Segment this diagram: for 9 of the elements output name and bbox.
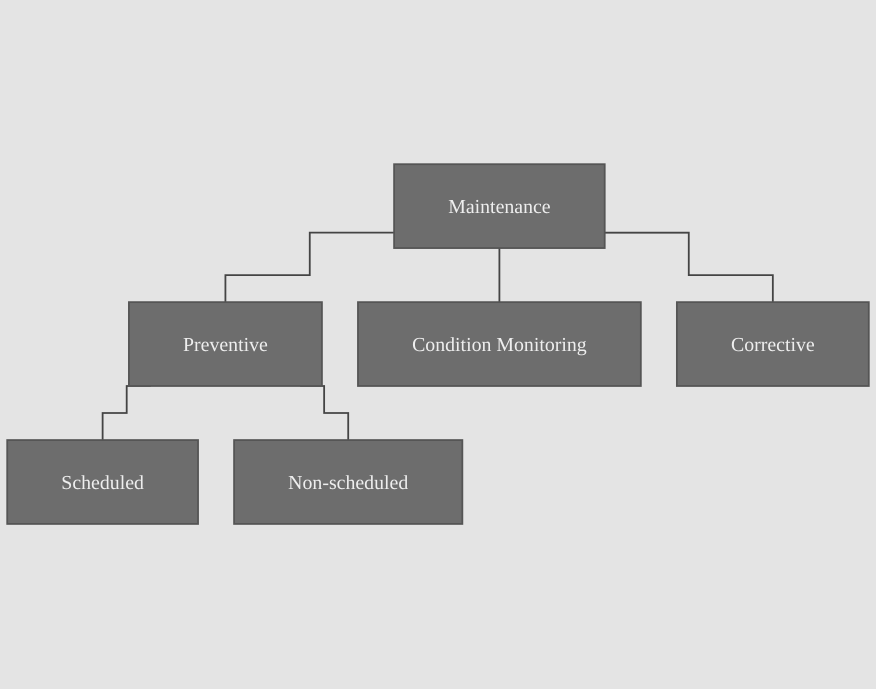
- node-box: Preventive: [128, 302, 323, 388]
- node-box: Condition Monitoring: [357, 302, 642, 388]
- connector: [224, 232, 394, 304]
- connector: [498, 248, 500, 304]
- node-box: Non-scheduled: [233, 440, 464, 526]
- connector: [604, 232, 774, 304]
- node-box: Scheduled: [6, 440, 199, 526]
- node-box: Corrective: [676, 302, 870, 388]
- node-box: Maintenance: [393, 164, 606, 250]
